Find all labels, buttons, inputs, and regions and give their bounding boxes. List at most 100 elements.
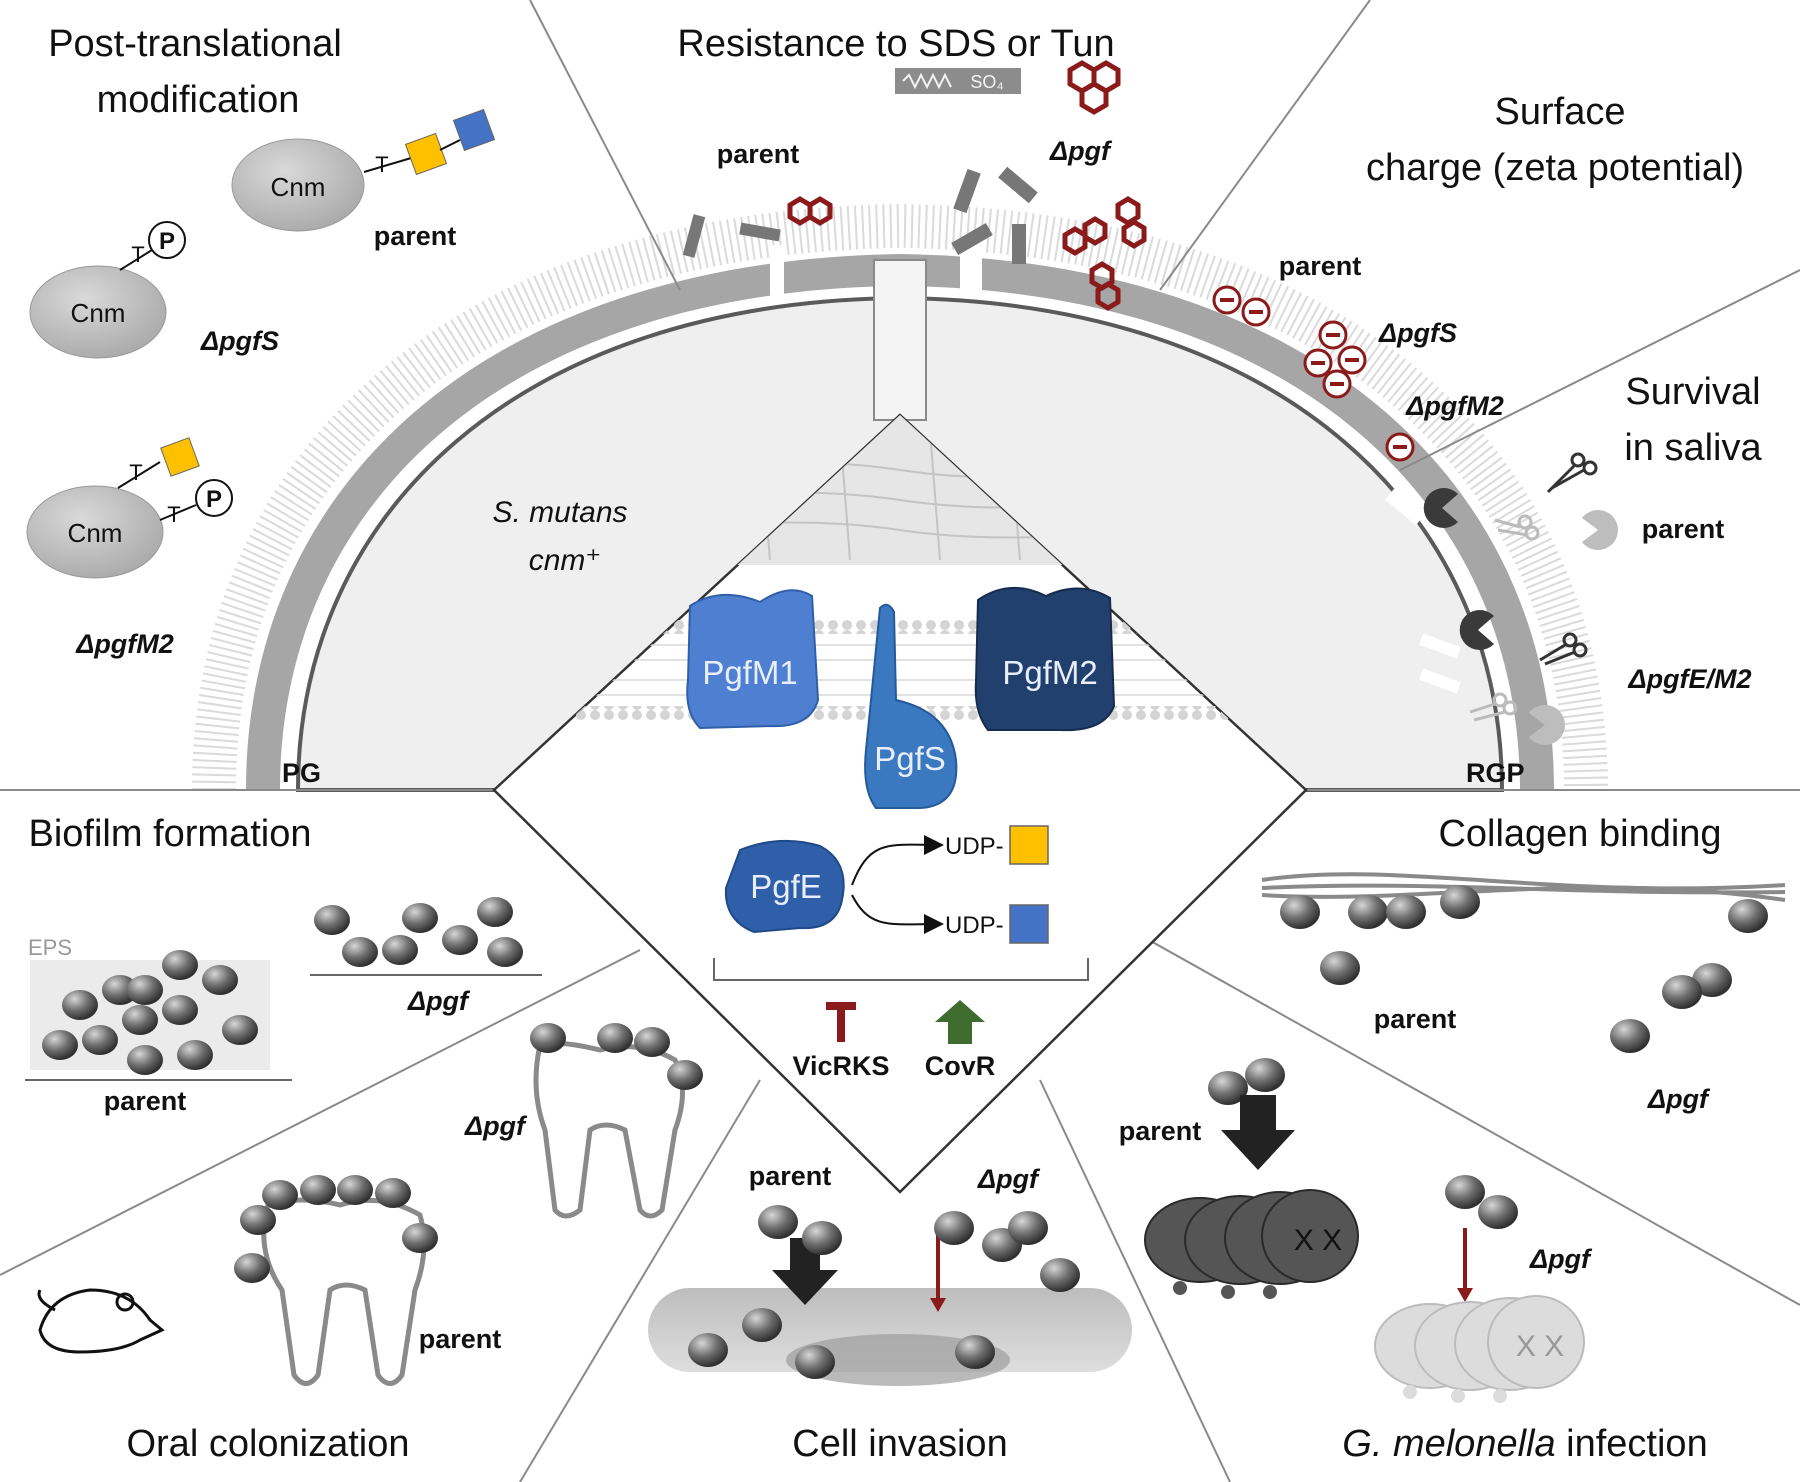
blue-sugar (452, 108, 496, 152)
covr-label: CovR (925, 1051, 996, 1081)
surface-dpgfm2-label: ΔpgfM2 (1405, 391, 1504, 421)
pgfe-protein (724, 839, 845, 934)
surface-title-2: charge (zeta potential) (1366, 147, 1744, 189)
oral-parent-cells (234, 1175, 438, 1283)
sds-molecules (682, 166, 1038, 264)
conversion-arrow-down (851, 894, 944, 935)
tunicamycin-molecules (787, 196, 1147, 311)
t-label: T (167, 502, 180, 527)
rgp-chomper (1459, 610, 1494, 650)
udp-label-2: UDP- (945, 912, 1004, 939)
conversion-arrow-up (851, 834, 944, 886)
scissors-icon (1546, 452, 1598, 494)
saliva-parent-label: parent (1642, 514, 1725, 544)
collagen-title: Collagen binding (1438, 813, 1721, 855)
biofilm-parent-cells (42, 950, 258, 1075)
rgp-chomper (1423, 488, 1458, 528)
pgfm1-label: PgfM1 (702, 654, 797, 691)
ptm-parent-label: parent (374, 221, 457, 251)
oral-dpgf-cells (530, 1023, 703, 1090)
pg-label: PG (282, 758, 321, 788)
sds-icon (895, 68, 1021, 94)
rgp-chomper (1529, 705, 1565, 745)
svg-text:X X: X X (1516, 1330, 1564, 1363)
tooth-icon (261, 1197, 427, 1386)
wall-gap (1385, 488, 1425, 526)
invasion-title: Cell invasion (792, 1423, 1007, 1465)
rgp-chomper (1582, 509, 1618, 550)
gmel-title-italic: G. melonella (1342, 1423, 1555, 1465)
biofilm-dpgf-label: Δpgf (407, 986, 471, 1016)
t-label: T (131, 242, 144, 267)
invasion-parent-arrow (772, 1238, 838, 1305)
pgfm2-protein (974, 586, 1116, 732)
saliva-title-2: in saliva (1624, 427, 1762, 469)
biofilm-title: Biofilm formation (29, 813, 312, 855)
invasion-cells (688, 1205, 1080, 1379)
rgp-label: RGP (1466, 758, 1525, 788)
pgfm2-label: PgfM2 (1002, 654, 1097, 691)
wall-gap (960, 240, 982, 298)
resistance-dpgf-label: Δpgf (1049, 136, 1113, 166)
panel-saliva: Survival in saliva parent ΔpgfE/M2 (1423, 371, 1763, 745)
gmel-title: G. melonella infection (1342, 1423, 1707, 1465)
regulation-bracket (713, 958, 1089, 981)
cnm-label: Cnm (68, 518, 123, 548)
vicrks-inhibit-icon (826, 1002, 856, 1042)
surface-parent-label: parent (1279, 251, 1362, 281)
collagen-cells (1280, 885, 1768, 1053)
saliva-dpgfem2-label: ΔpgfE/M2 (1627, 664, 1751, 694)
wall-fringe (192, 203, 1608, 791)
t-label: T (129, 460, 142, 485)
phosphate-label: P (206, 486, 222, 513)
pgfe-label: PgfE (750, 868, 822, 905)
resistance-parent-label: parent (717, 139, 800, 169)
gmel-dpgf-cells (1445, 1175, 1518, 1229)
negative-charge-icon (1385, 432, 1415, 462)
negative-charge-icon (1212, 285, 1242, 315)
ptm-title-2: modification (97, 79, 300, 121)
oral-title: Oral colonization (126, 1423, 409, 1465)
scissors-icon (1469, 692, 1518, 722)
zoom-channel (873, 259, 927, 421)
gmel-title-rest: infection (1556, 1423, 1708, 1465)
eps-label: EPS (28, 935, 72, 960)
scissors-icon (1539, 632, 1588, 666)
cnm-protein (26, 485, 164, 579)
udp-blue-sugar (1009, 904, 1049, 944)
wall-gap (1419, 668, 1461, 694)
biofilm-dpgf-cells (314, 897, 523, 967)
negative-charge-icon (1318, 320, 1348, 350)
host-cell (648, 1288, 1132, 1372)
panel-ptm: Post-translational modification Cnm T pa… (26, 23, 496, 659)
negative-charge-icon (1337, 345, 1367, 375)
svg-text:X X: X X (1294, 1224, 1342, 1257)
larva-icon: X X (1144, 1189, 1359, 1299)
invasion-parent-label: parent (749, 1161, 832, 1191)
phosphate-label: P (159, 228, 175, 255)
cnm-protein (231, 138, 365, 232)
mouse-icon (37, 1288, 165, 1354)
tunicamycin-icon (1067, 60, 1121, 115)
panel-biofilm: Biofilm formation EPS parent Δpgf (25, 813, 542, 1116)
phosphate-icon (148, 221, 186, 259)
cnm-label: Cnm (71, 298, 126, 328)
wall-gap (770, 245, 784, 297)
panel-surface-charge: Surface charge (zeta potential) parent Δ… (1212, 91, 1744, 462)
biofilm-parent-label: parent (104, 1086, 187, 1116)
ptm-title-1: Post-translational (48, 23, 342, 65)
collagen-fibers (1261, 872, 1786, 902)
resistance-title: Resistance to SDS or Tun (677, 23, 1114, 65)
species-label: S. mutans (492, 496, 627, 529)
panel-gmel: parent X X Δpgf X X G. melonella infecti… (1119, 1058, 1708, 1465)
vicrks-label: VicRKS (792, 1051, 889, 1081)
pgfs-label: PgfS (874, 740, 946, 777)
yellow-sugar (160, 437, 200, 477)
ptm-dpgfm2-label: ΔpgfM2 (75, 629, 174, 659)
oral-parent-label: parent (419, 1324, 502, 1354)
surface-dpgfs-label: ΔpgfS (1378, 318, 1457, 348)
oral-dpgf-label: Δpgf (464, 1111, 528, 1141)
cnm-label: Cnm (271, 172, 326, 202)
